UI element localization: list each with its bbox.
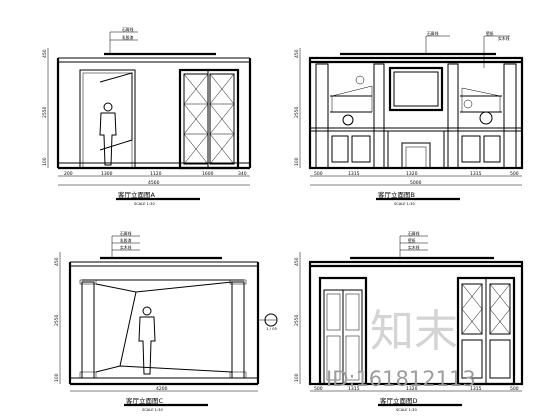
dimension-total: 4560 <box>148 180 160 186</box>
wall-panel <box>461 135 481 163</box>
dimension-total: 5000 <box>410 180 422 186</box>
cabinet-panel <box>489 339 511 379</box>
dimension-text: 500 <box>314 386 323 392</box>
material-label: 实木线 <box>408 245 420 250</box>
perspective-lines <box>99 72 133 151</box>
wall-outline <box>308 56 524 170</box>
dimension-text: 100 <box>42 157 48 166</box>
dimension-text: 450 <box>294 49 300 58</box>
pilaster <box>503 63 517 169</box>
material-label: 乳胶漆 <box>122 35 134 40</box>
pilaster <box>447 63 459 169</box>
ornament-icon <box>463 99 473 109</box>
shelf-decor <box>331 85 373 113</box>
elevation-title: 客厅立面图D <box>380 396 418 405</box>
ornament-icon <box>355 75 365 85</box>
wall-panel <box>483 135 501 163</box>
dimension-text: 1315 <box>470 386 482 392</box>
material-label: 乳胶漆 <box>120 238 132 243</box>
dimension-text: 2550 <box>54 314 60 326</box>
human-figure <box>99 102 117 166</box>
pilaster <box>315 63 329 169</box>
material-label: 实木线 <box>120 245 132 250</box>
human-figure <box>138 306 156 375</box>
dimension-text: 2550 <box>294 314 300 326</box>
dimension-text: 500 <box>510 171 519 177</box>
dimension-text: 1315 <box>470 171 482 177</box>
fireplace-insert <box>405 146 427 169</box>
dimension-text: 200 <box>64 171 73 177</box>
scale-text: SCALE 1:30 <box>142 408 163 412</box>
dimension-text: 450 <box>54 257 60 266</box>
column <box>231 281 245 379</box>
elevation-b: 石膏线 壁纸 实木线 450 2550 100 500 1315 1320 13… <box>294 31 524 206</box>
material-label: 壁纸 <box>408 238 416 243</box>
cabinet-panel <box>461 339 483 379</box>
material-label: 壁纸 <box>486 31 494 36</box>
dimension-text: 100 <box>294 373 300 382</box>
wall-panel <box>351 135 371 163</box>
watermark-brand: 知末 <box>370 306 458 357</box>
door-opening-inner <box>82 72 133 169</box>
elevation-title: 客厅立面图B <box>378 190 415 199</box>
door-panel <box>345 335 360 381</box>
perspective-lines <box>119 291 137 367</box>
dimension-text: 500 <box>314 171 323 177</box>
dimension-text: 1320 <box>406 386 418 392</box>
dimension-text: 2550 <box>294 106 300 118</box>
tv-frame <box>388 66 444 112</box>
material-label: 石膏线 <box>408 231 420 236</box>
dimension-text: 1120 <box>150 171 162 177</box>
dimension-text: 100 <box>294 157 300 166</box>
dimension-text: 450 <box>294 257 300 266</box>
material-label: 实木线 <box>498 36 510 41</box>
scale-text: SCALE 1:30 <box>134 202 155 206</box>
dimension-text: 1315 <box>348 171 360 177</box>
column-base <box>79 371 97 379</box>
scale-text: SCALE 1:30 <box>396 408 417 412</box>
elevation-title: 客厅立面图A <box>118 190 156 199</box>
shelf-decor <box>461 87 501 113</box>
elevation-title: 客厅立面图C <box>126 396 164 405</box>
fireplace <box>387 130 445 169</box>
material-label: 石膏线 <box>427 31 439 36</box>
perspective-lines <box>95 281 233 293</box>
glass-mullions <box>461 283 511 335</box>
column <box>81 281 95 379</box>
material-label: 石膏线 <box>120 231 132 236</box>
cabinet-glass <box>489 283 511 335</box>
tv-screen <box>393 71 439 107</box>
french-door <box>178 68 240 170</box>
perspective-lines <box>95 365 233 373</box>
door-opening <box>79 69 136 169</box>
elevation-c: 石膏线 乳胶漆 实木线 1 / 05 450 2550 100 4200 客厅立… <box>54 231 278 412</box>
wall-outline <box>308 260 524 386</box>
vase-icon <box>479 111 493 125</box>
material-label: 石膏线 <box>122 27 134 32</box>
watermark-id: ID:161812113 <box>326 367 476 391</box>
dimension-text: 1300 <box>101 171 113 177</box>
door-panel <box>326 335 341 381</box>
dimension-text: 1315 <box>348 386 360 392</box>
door-panel <box>326 293 341 331</box>
dimension-text: 500 <box>510 386 519 392</box>
column-base <box>229 371 247 379</box>
scale-text: SCALE 1:30 <box>394 202 415 206</box>
dimension-total: 4200 <box>156 386 168 392</box>
dimension-text: 2550 <box>42 106 48 118</box>
door-panel <box>345 293 360 331</box>
elevation-a: 石膏线 乳胶漆 450 2550 100 200 1300 1120 1600 … <box>42 27 252 206</box>
dimension-text: 1320 <box>406 171 418 177</box>
pilaster <box>373 63 385 169</box>
dimension-text: 100 <box>54 373 60 382</box>
dimension-text: 1600 <box>202 171 214 177</box>
cabinet-glass <box>461 283 483 335</box>
elevation-d: 石膏线 壁纸 实木线 450 2550 100 500 1315 1320 13… <box>294 231 524 412</box>
dimension-text: 340 <box>238 171 247 177</box>
callout-text: 1 / 05 <box>266 326 278 331</box>
wall-panel <box>331 135 349 163</box>
dimension-text: 450 <box>42 49 48 58</box>
vase-icon <box>342 114 354 126</box>
